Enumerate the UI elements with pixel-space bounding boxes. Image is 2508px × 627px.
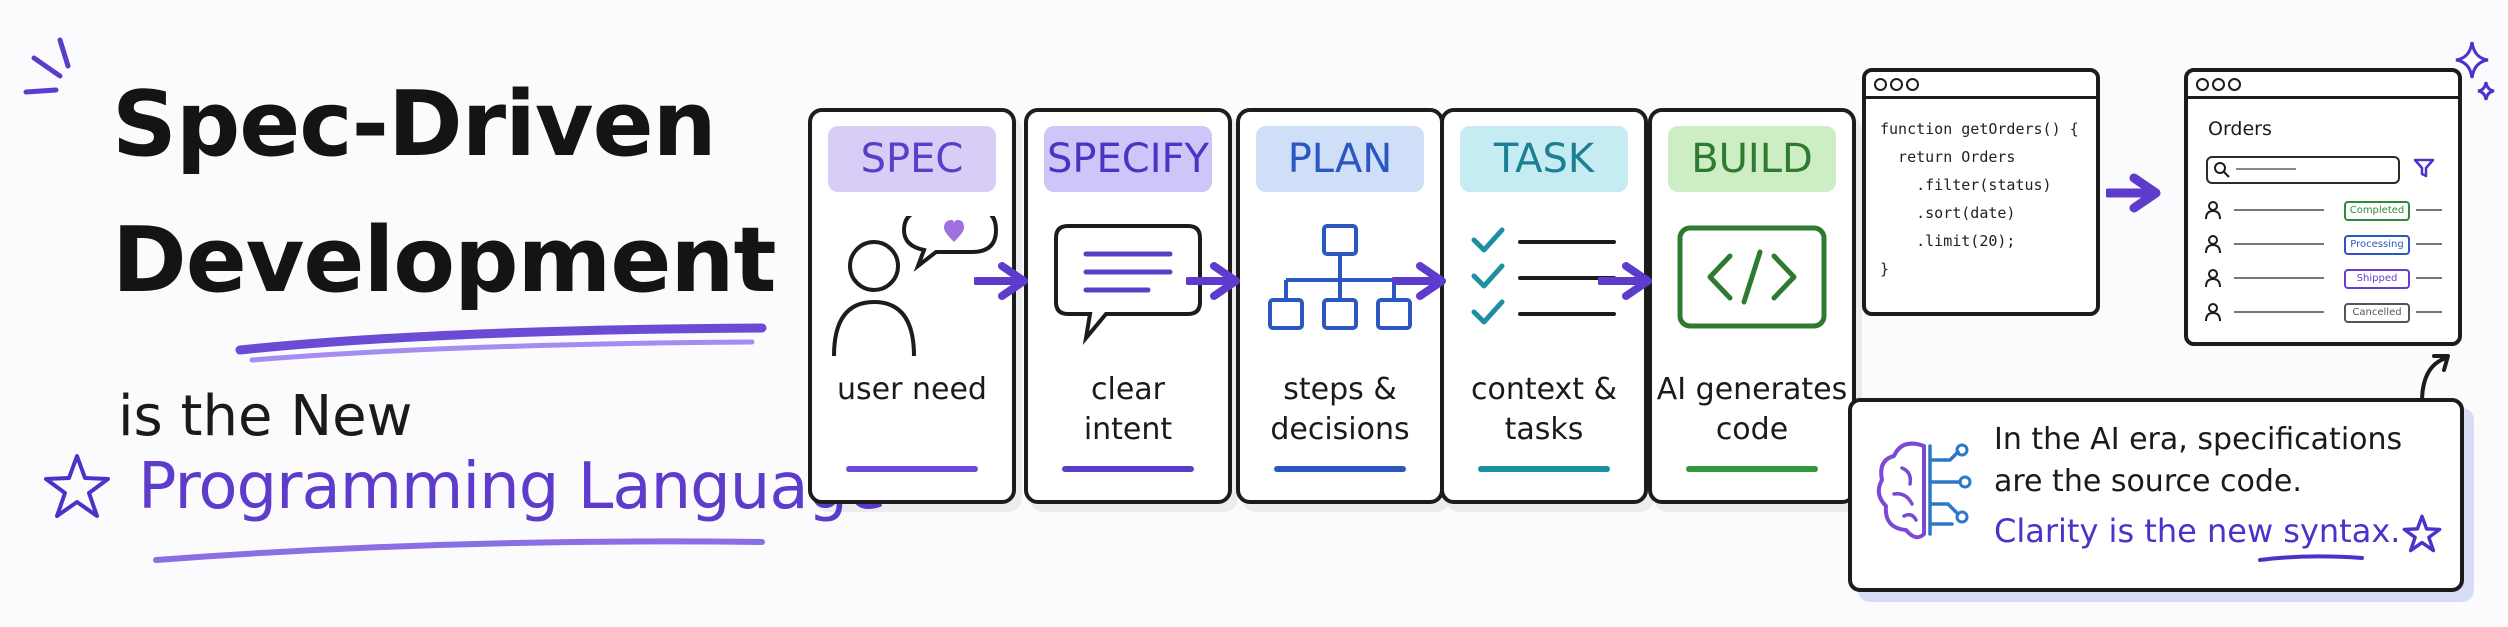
table-row[interactable]: Cancelled (2204, 300, 2444, 324)
step-label-line-2: code (1715, 412, 1789, 447)
flow-arrow-icon (1186, 262, 1240, 300)
checklist-icon (1471, 227, 1616, 325)
subtitle-underline (153, 538, 765, 563)
step-label-line-1: steps & (1283, 372, 1397, 407)
step-underline (846, 466, 978, 472)
flow-arrow-icon (2106, 173, 2161, 213)
status-badge: Completed (2344, 201, 2410, 221)
user-icon (2205, 201, 2221, 220)
search-placeholder-line (2236, 168, 2296, 170)
flow-arrow-icon (1392, 262, 1446, 300)
orders-title: Orders (2208, 118, 2272, 140)
step-tag: SPECIFY (1047, 136, 1209, 182)
status-badge: Cancelled (2344, 303, 2410, 323)
step-tag-highlight: SPECIFY (1044, 126, 1212, 192)
step-label-line-1: clear (1090, 372, 1165, 407)
code-line: .filter(status) (1880, 176, 2052, 194)
subtitle-line-2: Programming Language (138, 450, 887, 524)
quote-line-2: are the source code. (1994, 464, 2302, 499)
step-label-line-1: context & (1470, 372, 1617, 407)
step-underline (1686, 466, 1818, 472)
title-line-1: Spec-Driven (112, 72, 717, 177)
table-row[interactable]: Completed (2204, 198, 2444, 222)
window-titlebar (1866, 72, 2096, 99)
status-badge: Processing (2344, 235, 2410, 255)
search-input[interactable] (2206, 156, 2400, 184)
step-tag-highlight: PLAN (1256, 126, 1424, 192)
step-card-spec: SPEC user need (808, 108, 1016, 504)
row-text-line (2416, 277, 2442, 279)
speech-bubble-lines-icon (1054, 224, 1202, 345)
user-icon (2205, 269, 2221, 288)
search-icon (2214, 162, 2230, 178)
step-label-line-2: decisions (1270, 412, 1410, 447)
quote-box: In the AI era, specifications are the so… (1848, 398, 2464, 592)
step-tag: PLAN (1287, 136, 1393, 182)
step-label-line-2: tasks (1504, 412, 1584, 447)
step-underline (1274, 466, 1406, 472)
orders-window: Orders Completed Processing Shipped Canc… (2184, 68, 2462, 346)
code-line: .sort(date) (1880, 204, 2016, 222)
row-text-line (2416, 311, 2442, 313)
window-dot-icon (2212, 78, 2225, 91)
quote-line-3: Clarity is the new syntax. (1994, 512, 2401, 550)
star-doodle-icon (44, 454, 110, 518)
step-tag-highlight: BUILD (1668, 126, 1836, 192)
row-text-line (2416, 243, 2442, 245)
step-underline (1478, 466, 1610, 472)
spark-lines-icon (23, 37, 71, 95)
step-tag: BUILD (1691, 136, 1813, 182)
syntax-underline (2258, 554, 2364, 562)
quote-line-1: In the AI era, specifications (1994, 422, 2403, 457)
user-speech-heart-icon (832, 216, 999, 357)
step-label-line-2: intent (1083, 412, 1173, 447)
step-tag-highlight: SPEC (828, 126, 996, 192)
window-dot-icon (1874, 78, 1887, 91)
step-card-build: BUILD AI generates code (1648, 108, 1856, 504)
flow-arrow-icon (974, 262, 1028, 300)
step-card-task: TASK context & tasks (1440, 108, 1648, 504)
code-line: } (1880, 260, 1890, 278)
user-icon (2205, 303, 2221, 322)
code-window: function getOrders() { return Orders .fi… (1862, 68, 2100, 316)
step-card-plan: PLAN steps & decisions (1236, 108, 1444, 504)
row-text-line (2234, 209, 2324, 211)
step-label-line-1: user need (837, 372, 987, 407)
window-dot-icon (1890, 78, 1903, 91)
table-row[interactable]: Shipped (2204, 266, 2444, 290)
ai-brain-icon (1876, 441, 1972, 540)
subtitle-line-1: is the New (118, 384, 413, 449)
code-line: function getOrders() { (1880, 120, 2079, 138)
star-doodle-icon (2402, 514, 2442, 553)
step-tag: TASK (1493, 136, 1595, 182)
step-card-specify: SPECIFY clear intent (1024, 108, 1232, 504)
sparkle-icon (2455, 41, 2495, 101)
status-badge: Shipped (2344, 269, 2410, 289)
title-line-2: Development (112, 208, 776, 313)
row-text-line (2416, 209, 2442, 211)
flow-arrow-icon (1598, 262, 1652, 300)
step-underline (1062, 466, 1194, 472)
code-brackets-icon (1677, 225, 1827, 329)
window-dot-icon (2196, 78, 2209, 91)
window-dot-icon (2228, 78, 2241, 91)
step-tag: SPEC (860, 136, 964, 182)
filter-icon[interactable] (2412, 156, 2436, 180)
step-tag-highlight: TASK (1460, 126, 1628, 192)
code-line: .limit(20); (1880, 232, 2016, 250)
table-row[interactable]: Processing (2204, 232, 2444, 256)
step-label-line-1: AI generates (1656, 372, 1848, 407)
row-text-line (2234, 311, 2324, 313)
row-text-line (2234, 277, 2324, 279)
window-titlebar (2188, 72, 2458, 99)
user-icon (2205, 235, 2221, 254)
code-line: return Orders (1880, 148, 2016, 166)
curved-arrow-icon (2420, 354, 2450, 404)
row-text-line (2234, 243, 2324, 245)
title-underline (235, 323, 767, 363)
window-dot-icon (1906, 78, 1919, 91)
hierarchy-diagram-icon (1268, 224, 1412, 330)
